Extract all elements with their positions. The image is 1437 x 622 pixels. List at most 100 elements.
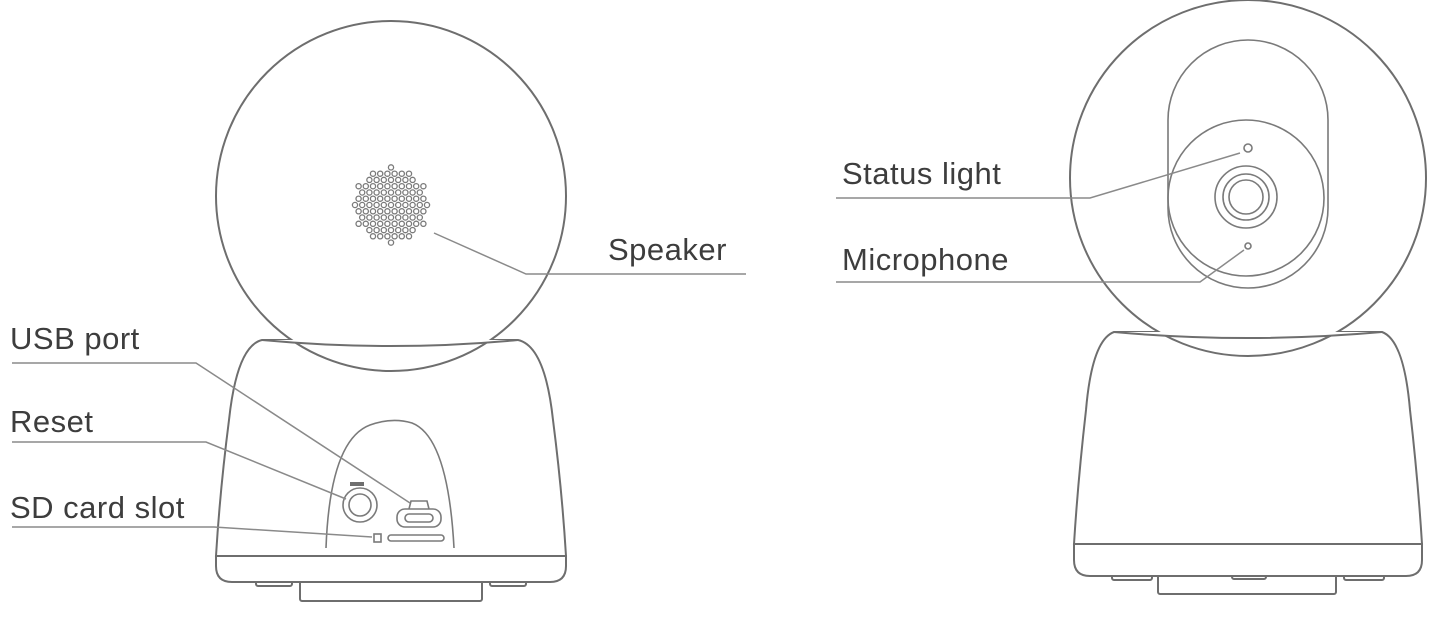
back-neck	[261, 339, 519, 347]
speaker-hole	[355, 195, 362, 202]
speaker-hole	[362, 220, 370, 228]
reset-label: Reset	[10, 404, 93, 439]
speaker-hole	[405, 170, 413, 177]
lens-housing	[1167, 39, 1329, 289]
speaker-hole	[416, 189, 424, 196]
speaker-hole	[376, 182, 384, 190]
speaker-hole	[387, 214, 395, 221]
speaker-hole	[373, 176, 380, 184]
speaker-hole	[369, 170, 377, 177]
speaker-hole	[394, 189, 402, 196]
speaker-hole	[398, 233, 406, 240]
speaker-hole	[369, 233, 377, 240]
speaker-hole	[405, 182, 413, 190]
speaker-hole	[398, 208, 406, 215]
camera-front-view	[1069, 0, 1427, 595]
speaker-hole	[398, 170, 406, 177]
speaker-hole	[409, 176, 416, 184]
speaker-hole	[420, 220, 427, 228]
back-bottom-plate	[299, 579, 483, 602]
speaker-hole	[412, 182, 420, 190]
speaker-hole	[376, 208, 384, 215]
speaker-hole	[384, 208, 391, 215]
usb-port-tab	[408, 500, 430, 510]
speaker-hole	[376, 170, 384, 177]
reset-button-inner	[348, 493, 372, 517]
reset-button	[342, 487, 378, 523]
status-light-leader	[836, 152, 1241, 199]
speaker-hole	[412, 208, 420, 215]
speaker-hole	[405, 208, 413, 215]
reset-leader	[12, 441, 347, 500]
speaker-hole	[394, 201, 402, 209]
front-sphere	[1069, 0, 1427, 357]
microphone	[1244, 242, 1252, 250]
speaker-hole	[384, 195, 391, 202]
front-base-band	[1073, 543, 1423, 577]
speaker-hole	[380, 176, 388, 184]
speaker-hole	[366, 176, 373, 184]
speaker-hole	[373, 189, 380, 196]
microphone-leader	[836, 249, 1245, 283]
speaker-hole	[387, 164, 395, 171]
speaker-hole	[398, 195, 406, 202]
speaker-hole	[405, 195, 413, 202]
speaker-hole	[373, 214, 380, 221]
speaker-hole	[362, 182, 370, 190]
speaker-hole	[416, 214, 424, 221]
speaker-hole	[405, 233, 413, 240]
sd-card-marking	[373, 533, 382, 543]
speaker-hole	[402, 226, 409, 234]
speaker-hole	[391, 220, 398, 228]
speaker-hole	[391, 182, 398, 190]
speaker-label: Speaker	[608, 232, 727, 267]
lens-ring-inner	[1228, 179, 1264, 215]
speaker-hole	[384, 182, 391, 190]
reset-marking	[350, 482, 364, 486]
speaker-hole	[358, 214, 366, 221]
speaker-hole	[366, 201, 373, 209]
speaker-hole	[409, 201, 416, 209]
speaker-hole	[391, 233, 398, 240]
speaker-hole	[420, 208, 427, 215]
sd-card-slot-leader	[12, 526, 373, 538]
speaker-hole	[380, 189, 388, 196]
speaker-hole	[412, 220, 420, 228]
speaker-hole	[412, 195, 420, 202]
speaker-hole	[416, 201, 424, 209]
speaker-hole	[387, 189, 395, 196]
speaker-hole	[362, 195, 370, 202]
speaker-hole	[362, 208, 370, 215]
speaker-hole	[376, 195, 384, 202]
camera-back-view	[214, 20, 568, 602]
speaker-hole	[369, 220, 377, 228]
lens-ring-outer	[1214, 165, 1278, 229]
status-light	[1243, 143, 1253, 153]
back-sphere	[215, 20, 567, 372]
speaker-hole	[366, 189, 373, 196]
sd-card-slot	[387, 534, 445, 542]
speaker-hole	[391, 170, 398, 177]
status-light-label: Status light	[842, 156, 1001, 191]
speaker-hole	[376, 233, 384, 240]
speaker-hole	[402, 176, 409, 184]
speaker-hole	[373, 226, 380, 234]
lens-bezel	[1167, 119, 1325, 277]
usb-port-inner	[404, 513, 434, 523]
speaker-hole	[355, 182, 362, 190]
speaker-hole	[387, 176, 395, 184]
front-neck	[1113, 331, 1383, 339]
back-base-band	[215, 555, 567, 583]
speaker-grille	[351, 164, 431, 246]
speaker-leader	[433, 232, 746, 275]
speaker-hole	[391, 195, 398, 202]
speaker-hole	[394, 226, 402, 234]
speaker-hole	[355, 220, 362, 228]
speaker-hole	[366, 226, 373, 234]
speaker-hole	[402, 214, 409, 221]
speaker-hole	[366, 214, 373, 221]
microphone-label: Microphone	[842, 242, 1009, 277]
speaker-hole	[380, 201, 388, 209]
speaker-hole	[409, 214, 416, 221]
